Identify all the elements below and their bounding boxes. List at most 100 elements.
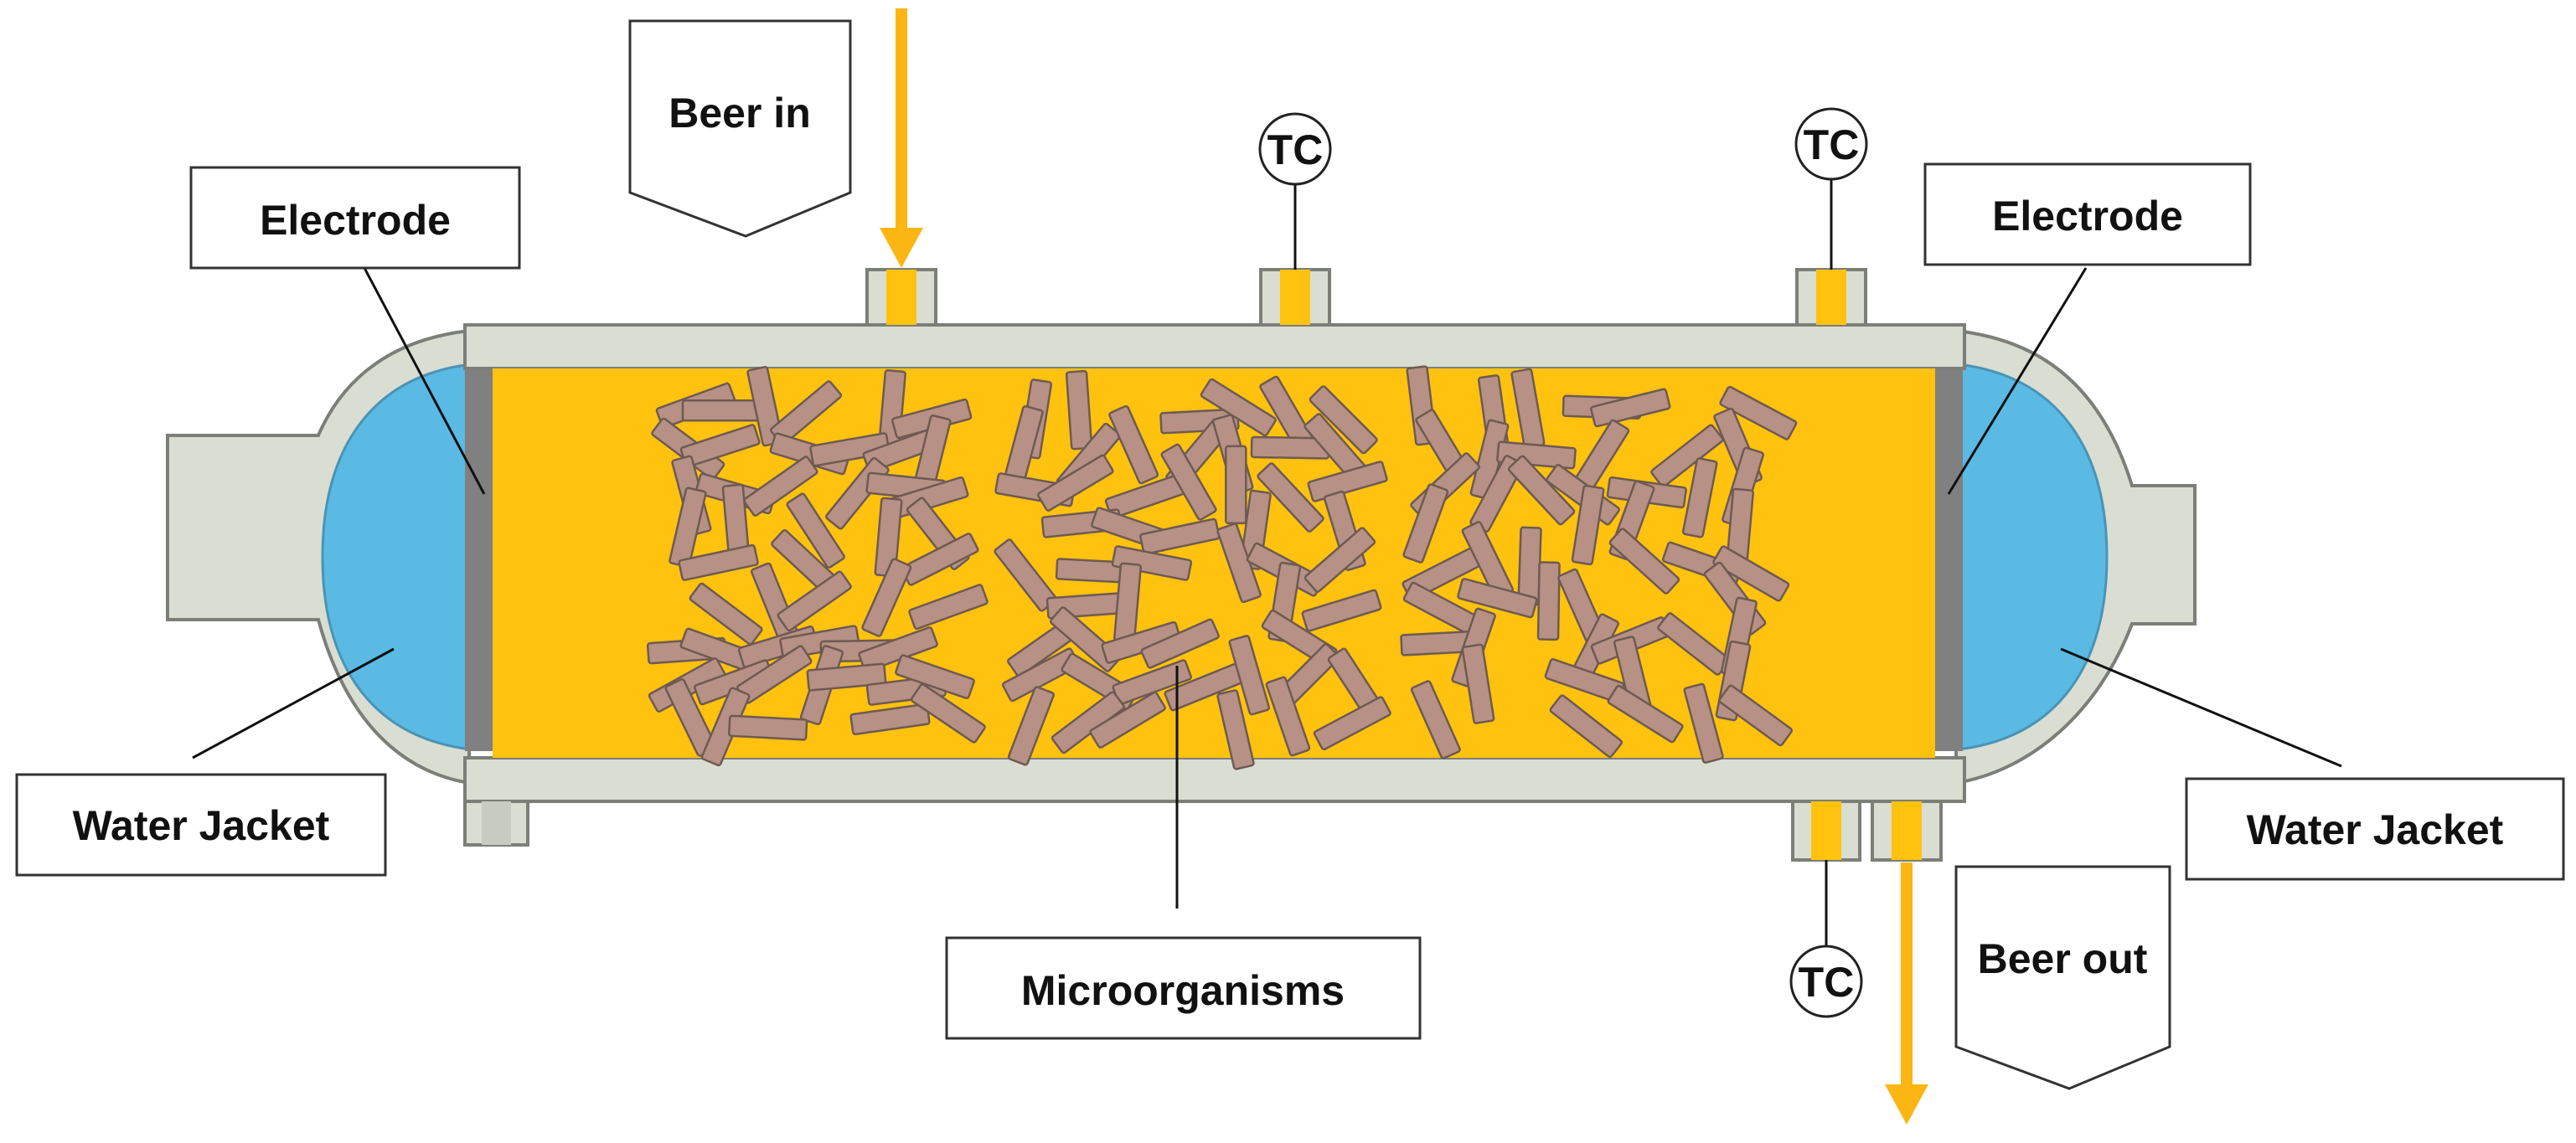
- leader-electrode-left: [363, 267, 486, 495]
- inflow-arrow: [880, 8, 923, 268]
- label-box: [945, 936, 1422, 1040]
- tc-port-top-right-core: [1816, 270, 1846, 325]
- microorganism-rod: [1007, 686, 1055, 766]
- microorganism-rod: [1590, 388, 1671, 428]
- microorganism-rod: [1037, 454, 1114, 512]
- microorganism-rod: [743, 456, 818, 517]
- microorganism-rod: [1309, 385, 1378, 455]
- microorganism-rod: [1257, 462, 1324, 533]
- microorganism-rod: [1307, 461, 1388, 502]
- electrode-left-label: Electrode: [260, 197, 451, 244]
- microorganism-rod: [1228, 635, 1271, 716]
- right-electrode: [1935, 364, 1963, 751]
- callout-water-jacket-right: Water Jacket: [2185, 777, 2565, 881]
- callout-water-jacket-left: Water Jacket: [15, 773, 387, 877]
- microorganism-rod: [1313, 696, 1391, 751]
- microorganism-rod: [1402, 483, 1449, 564]
- tc-label: TC: [1799, 959, 1855, 1006]
- leader-water-jacket-right: [2060, 647, 2342, 768]
- microorganism-rod: [1225, 445, 1247, 525]
- microorganism-rod: [1457, 578, 1538, 619]
- electrode-right-label: Electrode: [1992, 193, 2183, 239]
- microorganism-rod: [1549, 694, 1623, 759]
- tc-port-bottom-core: [1811, 801, 1841, 860]
- beer-out-label: Beer out: [1978, 935, 2148, 982]
- microorganisms-label: Microorganisms: [1021, 967, 1345, 1014]
- beer-in-label: Beer in: [669, 90, 811, 136]
- tube-top-wall: [463, 323, 1966, 370]
- ports: [463, 268, 1943, 862]
- microorganism-rod: [908, 584, 989, 631]
- microorganism-rod: [1303, 527, 1376, 593]
- microorganism-rod: [1140, 618, 1220, 669]
- label-box: [1923, 162, 2252, 266]
- microorganism-rod: [681, 399, 761, 422]
- water-jacket-right-label: Water Jacket: [2247, 806, 2504, 853]
- right-end-cap: [1935, 328, 2197, 785]
- microorganism-rod: [1049, 606, 1122, 672]
- microorganism-rod: [1139, 517, 1221, 555]
- microorganism-rod: [809, 432, 891, 467]
- leader-water-jacket-left: [192, 647, 395, 759]
- outflow-arrow-head: [1885, 1084, 1928, 1125]
- callout-microorganisms: Microorganisms: [945, 936, 1422, 1040]
- inlet-port-core: [886, 270, 916, 325]
- microorganism-rod: [1719, 385, 1798, 440]
- microorganism-rod: [1712, 545, 1790, 602]
- left-end-cap: [166, 328, 493, 785]
- microorganism-rod: [1608, 528, 1680, 595]
- leader-electrode-right: [1947, 267, 2088, 495]
- drain-port-core: [482, 801, 511, 845]
- thermocouple-top-right: TC: [1794, 107, 1868, 270]
- microorganism-rod: [849, 703, 931, 736]
- left-electrode: [465, 364, 493, 751]
- label-box: [15, 773, 387, 877]
- microorganism-rod: [1216, 689, 1255, 770]
- microorganism-rod: [678, 543, 759, 581]
- callout-beer-in: Beer in: [628, 19, 852, 238]
- callout-electrode-left: Electrode: [189, 166, 521, 270]
- microorganism-rod: [1111, 545, 1193, 581]
- microorganism-rod: [1607, 684, 1684, 744]
- microorganism-rod: [1718, 684, 1794, 747]
- label-box: [189, 166, 521, 270]
- outflow-arrow: [1885, 862, 1928, 1125]
- microorganism-rod: [689, 582, 763, 646]
- thermocouple-bottom: TC: [1789, 860, 1863, 1018]
- microorganism-rod: [1108, 404, 1159, 485]
- left-water-jacket: [321, 363, 472, 751]
- microorganism-rod: [910, 683, 986, 744]
- microorganism-rod: [786, 492, 845, 569]
- microorganism-rod: [728, 714, 808, 741]
- microorganism-rod: [861, 558, 912, 637]
- microorganism-rod: [1461, 643, 1495, 724]
- outlet-port-core: [1892, 801, 1922, 860]
- microorganism-rod: [1160, 443, 1217, 521]
- tc-port-top-middle-core: [1280, 270, 1310, 325]
- microorganism-rod: [1410, 680, 1461, 759]
- tube-bottom-wall: [463, 756, 1966, 803]
- microorganism-rod: [806, 662, 887, 692]
- microorganism-rod: [1536, 561, 1561, 641]
- microorganism-rod: [777, 570, 852, 632]
- pointer-callout-box: [1954, 865, 2171, 1090]
- inflow-arrow-head: [880, 228, 923, 268]
- thermocouple-top-middle: TC: [1258, 112, 1332, 270]
- leader-lines: [192, 267, 2342, 909]
- tc-label: TC: [1267, 126, 1324, 173]
- microorganism-rod: [1301, 589, 1382, 632]
- microorganism-rod: [1065, 369, 1093, 451]
- microorganism-rod: [895, 654, 975, 699]
- microorganism-rod: [1650, 424, 1724, 488]
- water-jacket-left-label: Water Jacket: [73, 802, 330, 849]
- microorganism-rod: [1681, 457, 1718, 538]
- microorganism-rod: [1571, 484, 1605, 566]
- thermocouple-icon: [1789, 945, 1863, 1018]
- microorganism-cluster: [646, 365, 1798, 770]
- microorganism-rod: [1089, 691, 1166, 749]
- thermocouple-icon: [1258, 112, 1332, 186]
- tc-label: TC: [1804, 121, 1860, 168]
- thermocouple-icon: [1794, 107, 1868, 181]
- pointer-callout-box: [628, 19, 852, 238]
- callout-beer-out: Beer out: [1954, 865, 2171, 1090]
